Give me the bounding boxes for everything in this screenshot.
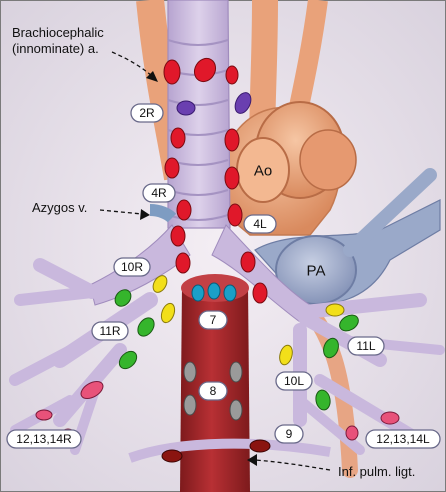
node-12-pink — [80, 380, 104, 400]
node-8-gray — [183, 361, 197, 383]
brachiocephalic-arrow — [111, 51, 153, 77]
arrowheads — [140, 71, 257, 466]
node-9-darkred — [249, 439, 271, 453]
azygos-label: Azygos v. — [32, 200, 87, 215]
station-8-text: 8 — [210, 384, 217, 398]
station-label-7: 7 — [198, 310, 228, 330]
descending-aorta — [299, 129, 357, 191]
node-4l-red — [240, 251, 256, 273]
node-4r-red — [164, 157, 180, 179]
node-7-teal — [191, 284, 205, 302]
inf-pulm-ligt-arrowhead — [247, 454, 257, 466]
node-4r-red — [170, 127, 186, 149]
station-2r-text: 2R — [139, 106, 155, 120]
node-10l-red — [252, 282, 268, 304]
aorta-label: Ao — [254, 163, 272, 180]
pulmonary-artery-label: PA — [307, 263, 326, 280]
node-8-gray — [183, 394, 197, 416]
node-2r-red — [193, 57, 217, 83]
node-11r-green — [118, 350, 138, 370]
node-7-teal — [207, 282, 221, 300]
station-label-2r: 2R — [130, 103, 164, 123]
node-2r-red — [163, 59, 181, 85]
node-purple — [176, 100, 196, 116]
station-label-4r: 4R — [142, 183, 176, 203]
node-12l-pink — [345, 425, 359, 441]
station-11r-text: 11R — [99, 324, 120, 338]
inferior-pulmonary-ligament — [128, 438, 331, 463]
station-label-9: 9 — [274, 424, 304, 444]
brachiocephalic-label-line2: (innominate) a. — [12, 41, 99, 56]
station-label-8: 8 — [198, 381, 228, 401]
brachiocephalic-arrowhead — [146, 71, 158, 82]
node-12-pink — [35, 409, 53, 421]
azygos-arrowhead — [140, 209, 150, 220]
node-11l-green — [323, 337, 339, 359]
station-label-11r: 11R — [91, 321, 129, 341]
node-11r-yellow — [160, 302, 176, 324]
station-11l-text: 11L — [356, 339, 375, 353]
pulmonary-artery-upper — [343, 168, 437, 257]
station-7-text: 7 — [210, 313, 217, 327]
node-10r-yellow — [152, 275, 168, 293]
station-4l-text: 4L — [253, 217, 267, 231]
node-10l-yellow — [279, 344, 293, 366]
node-10l-green — [315, 389, 331, 411]
station-12-13-14r-text: 12,13,14R — [16, 432, 72, 446]
node-2l-red — [225, 65, 239, 85]
node-10r-red — [170, 225, 186, 247]
inf-pulm-ligt-arrow — [254, 459, 331, 471]
station-12-13-14l-text: 12,13,14L — [376, 432, 430, 446]
station-label-4l: 4L — [243, 214, 277, 234]
station-label-12-13-14r: 12,13,14R — [6, 429, 82, 449]
callout-arrows — [99, 51, 331, 471]
node-purple — [234, 92, 252, 114]
station-10r-text: 10R — [121, 260, 143, 274]
node-11r-green — [114, 289, 132, 307]
brachiocephalic-label-line1: Brachiocephalic — [12, 25, 104, 40]
lymph-nodes — [35, 57, 400, 463]
node-4l-red — [227, 203, 243, 227]
node-8-gray — [229, 399, 243, 421]
station-label-10l: 10L — [275, 371, 313, 391]
inf-pulm-ligt-label: Inf. pulm. ligt. — [338, 464, 415, 479]
node-11r-green — [137, 317, 155, 337]
node-12l-pink — [380, 411, 400, 425]
node-11l-yellow — [325, 303, 345, 317]
node-11l-green — [339, 314, 359, 332]
station-10l-text: 10L — [284, 374, 304, 388]
node-9-darkred — [161, 449, 183, 463]
station-label-12-13-14l: 12,13,14L — [365, 429, 441, 449]
trachea — [167, 0, 231, 229]
node-4l-red — [224, 128, 240, 152]
station-4r-text: 4R — [151, 186, 167, 200]
station-label-11l: 11L — [347, 336, 385, 356]
node-10r-red — [175, 252, 191, 274]
azygos-vein — [149, 204, 177, 223]
azygos-arrow — [99, 209, 143, 215]
station-9-text: 9 — [286, 427, 293, 441]
node-7-teal — [223, 284, 237, 302]
node-8-gray — [229, 361, 243, 383]
node-4l-red — [224, 166, 240, 190]
station-label-10r: 10R — [113, 257, 151, 277]
node-4r-red — [176, 199, 192, 221]
